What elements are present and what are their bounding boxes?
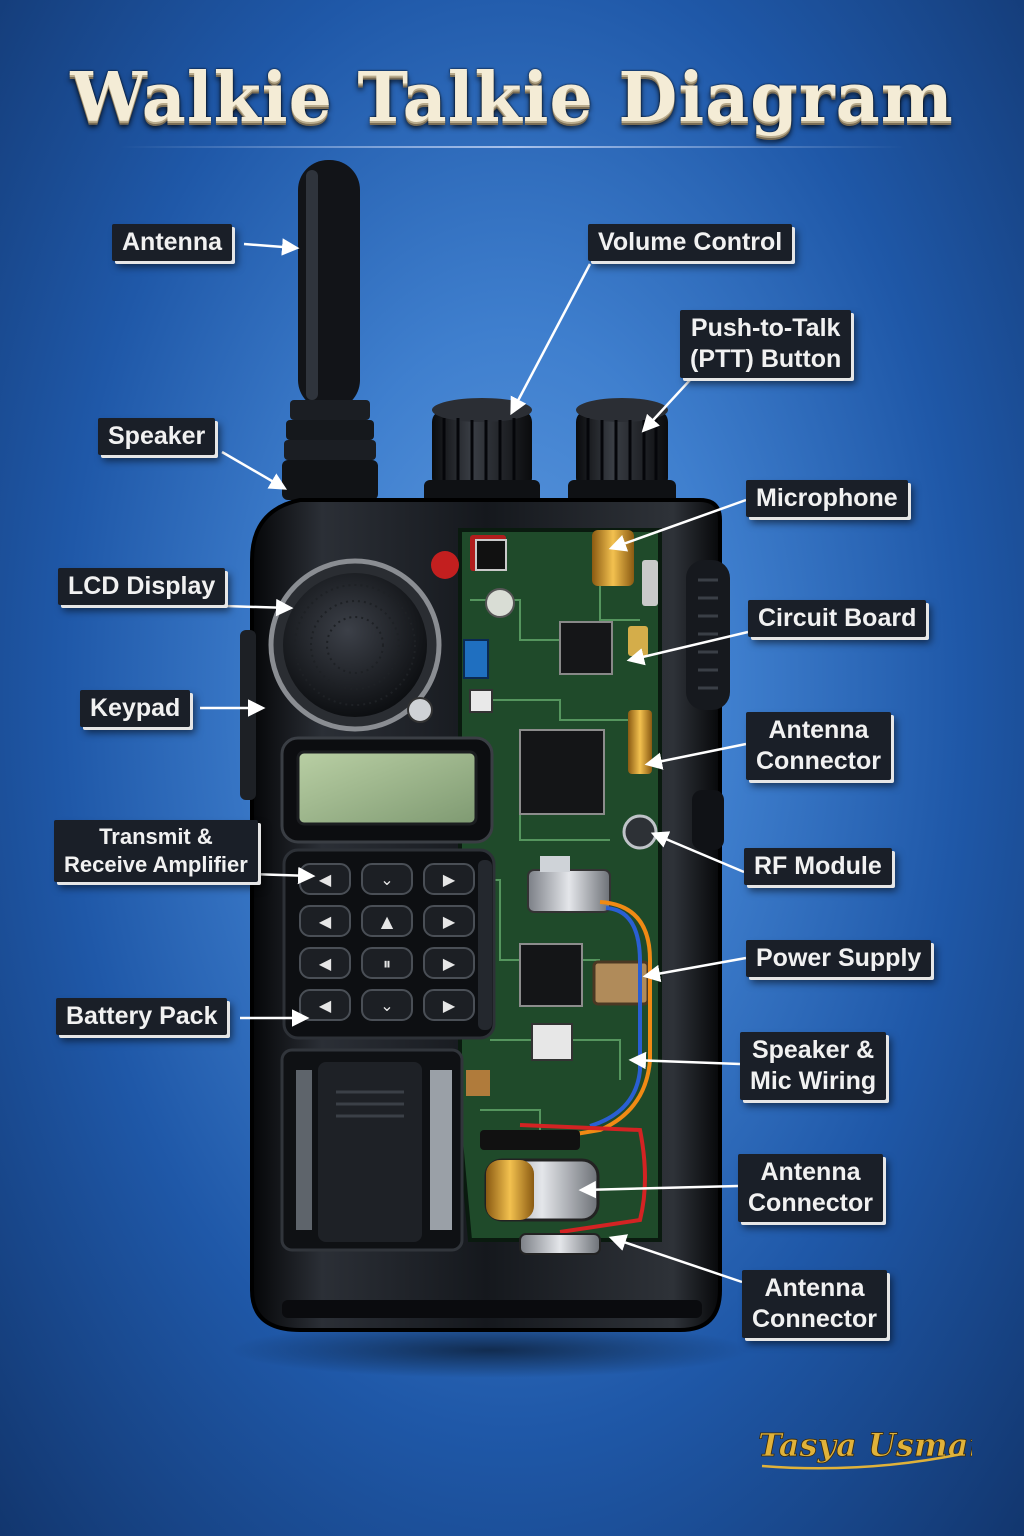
keypad-key-glyph: ⌄: [380, 870, 393, 889]
label-lcd-display: LCD Display: [58, 568, 226, 605]
keypad-key-glyph: ▶: [443, 996, 456, 1015]
keypad-key-glyph: ◀: [319, 870, 332, 889]
speaker-part: [268, 558, 442, 732]
label-antenna-connector-3: Antenna Connector: [742, 1270, 887, 1338]
label-speaker-text: Speaker: [108, 422, 206, 450]
label-battery-pack: Battery Pack: [56, 998, 228, 1035]
leader-rf: [650, 831, 745, 874]
keypad-key-glyph: ▲: [381, 912, 394, 931]
label-circuit-board-text: Circuit Board: [758, 604, 917, 632]
label-rf-module-text: RF Module: [754, 852, 882, 880]
label-antenna-connector-2-line2: Connector: [748, 1189, 873, 1217]
antenna-part: [282, 160, 378, 500]
keypad-key: ◀: [299, 947, 351, 979]
volume-knob: [424, 398, 540, 506]
leader-circuit: [626, 630, 749, 666]
keypad-key: ▶: [423, 905, 475, 937]
label-battery-pack-text: Battery Pack: [66, 1002, 218, 1030]
label-transmit-line1: Transmit &: [99, 824, 213, 849]
label-wiring-line1: Speaker &: [751, 1036, 875, 1064]
leader-antenna-connector-2: [578, 1180, 739, 1199]
label-ptt-button: Push-to-Talk (PTT) Button: [680, 310, 852, 378]
keypad-key: ▲: [361, 905, 413, 937]
leader-antenna-connector-3: [608, 1234, 743, 1284]
label-speaker-mic-wiring: Speaker & Mic Wiring: [740, 1032, 887, 1100]
label-power-supply-text: Power Supply: [756, 944, 922, 972]
label-antenna-connector-1: Antenna Connector: [746, 712, 891, 780]
label-microphone: Microphone: [746, 480, 908, 517]
leader-ptt: [641, 379, 691, 433]
label-power-supply: Power Supply: [746, 940, 932, 977]
label-rf-module: RF Module: [744, 848, 892, 885]
label-keypad: Keypad: [80, 690, 191, 727]
keypad-key-glyph: ◀: [319, 954, 332, 973]
keypad-key: ⌄: [361, 863, 413, 895]
lcd-part: [280, 736, 494, 844]
keypad-key: ⌄: [361, 989, 413, 1021]
label-microphone-text: Microphone: [756, 484, 898, 512]
keypad-key-glyph: ▶: [443, 912, 456, 931]
label-antenna-connector-2-line1: Antenna: [760, 1158, 861, 1186]
keypad-key-glyph: ⏸: [383, 954, 391, 973]
keypad-key-glyph: ◀: [319, 912, 332, 931]
label-transmit-line2: Receive Amplifier: [64, 852, 248, 877]
label-antenna: Antenna: [112, 224, 232, 261]
label-transmit-receive-amplifier: Transmit & Receive Amplifier: [54, 820, 258, 882]
label-keypad-text: Keypad: [90, 694, 181, 722]
leader-wiring: [628, 1051, 741, 1070]
diagram-title: Walkie Talkie Diagram: [70, 58, 954, 138]
artist-signature: Tasya Usman: [758, 1426, 972, 1470]
label-volume-control-text: Volume Control: [598, 228, 783, 256]
leader-speaker: [221, 450, 288, 490]
battery-part: [280, 1048, 490, 1252]
circuit-board-part: [431, 528, 662, 1255]
label-antenna-connector-3-line1: Antenna: [764, 1274, 865, 1302]
label-speaker: Speaker: [98, 418, 216, 455]
keypad-key: ⏸: [361, 947, 413, 979]
keypad-key-glyph: ▶: [443, 954, 456, 973]
leader-volume: [510, 263, 592, 416]
label-antenna-connector-1-line1: Antenna: [768, 716, 869, 744]
label-ptt-line1: Push-to-Talk: [690, 314, 841, 342]
keypad-key: ▶: [423, 947, 475, 979]
label-antenna-connector-3-line2: Connector: [752, 1305, 877, 1333]
keypad-key: ◀: [299, 905, 351, 937]
label-wiring-line2: Mic Wiring: [750, 1067, 877, 1095]
label-circuit-board: Circuit Board: [748, 600, 927, 637]
label-antenna-connector-2: Antenna Connector: [738, 1154, 883, 1222]
label-ptt-line2: (PTT) Button: [690, 345, 842, 373]
leader-transmit: [251, 866, 316, 885]
title-divider: [120, 146, 904, 148]
keypad-key-glyph: ▶: [443, 870, 456, 889]
radio-shadow: [230, 1322, 750, 1378]
leader-lcd: [223, 598, 294, 617]
leader-power: [642, 956, 747, 983]
label-antenna-text: Antenna: [122, 228, 222, 256]
leader-microphone: [608, 498, 747, 552]
label-lcd-display-text: LCD Display: [68, 572, 216, 600]
keypad-key: ▶: [423, 863, 475, 895]
keypad-key: ▶: [423, 989, 475, 1021]
keypad-keys: ◀ ⌄ ▶ ◀ ▲ ▶ ◀ ⏸ ▶ ◀ ⌄ ▶: [299, 863, 475, 1021]
label-volume-control: Volume Control: [588, 224, 793, 261]
keypad-key-glyph: ⌄: [380, 996, 393, 1015]
leader-antenna-connector-1: [644, 742, 747, 770]
label-antenna-connector-1-line2: Connector: [756, 747, 881, 775]
leader-antenna: [243, 238, 300, 256]
keypad-key-glyph: ◀: [319, 996, 332, 1015]
keypad-key: ◀: [299, 989, 351, 1021]
